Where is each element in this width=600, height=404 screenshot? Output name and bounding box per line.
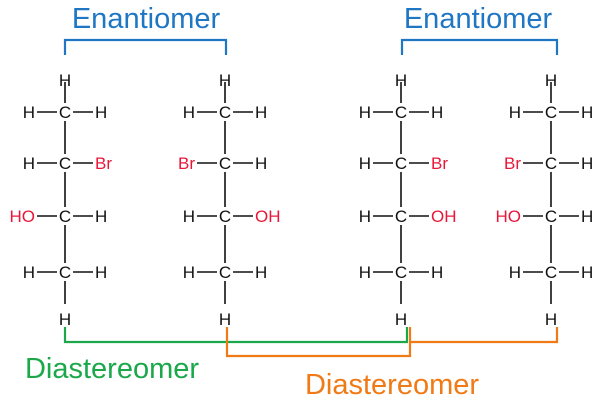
enantiomer-label-left: Enantiomer (72, 3, 221, 35)
carbon-atom: C (219, 207, 231, 226)
hydrogen-atom: H (183, 207, 195, 226)
hydrogen-atom: H (255, 103, 267, 122)
bromine-substituent: Br (95, 154, 112, 173)
carbon-atom: C (545, 207, 557, 226)
carbon-atom: C (219, 103, 231, 122)
hydrogen-atom: H (581, 103, 593, 122)
hydrogen-atom: H (359, 103, 371, 122)
hydrogen-atom: H (431, 263, 443, 282)
carbon-atom: C (395, 103, 407, 122)
bonds (523, 82, 579, 304)
bromine-substituent: Br (504, 154, 521, 173)
diastereomer-bracket-green (63, 327, 409, 344)
hydroxyl-group: OH (431, 207, 457, 226)
hydrogen-atom: H (95, 207, 107, 226)
brackets (63, 38, 559, 358)
hydrogen-atom: H (395, 310, 407, 329)
hydroxyl-group: HO (496, 207, 522, 226)
hydrogen-atom: H (581, 154, 593, 173)
carbon-atom: C (395, 263, 407, 282)
relation-labels: Enantiomer Enantiomer Diastereomer Diast… (25, 3, 553, 401)
hydrogen-atom: H (545, 71, 557, 90)
hydrogen-atom: H (431, 103, 443, 122)
carbon-atom: C (59, 263, 71, 282)
hydrogen-atom: H (509, 263, 521, 282)
carbon-atom: C (59, 207, 71, 226)
hydrogen-atom: H (23, 103, 35, 122)
hydrogen-atom: H (545, 310, 557, 329)
hydrogen-atom: H (509, 103, 521, 122)
hydrogen-atom: H (581, 207, 593, 226)
hydrogen-atom: H (183, 263, 195, 282)
hydrogen-atom: H (255, 154, 267, 173)
bonds (373, 82, 429, 304)
carbon-atom: C (395, 207, 407, 226)
enantiomer-bracket-right (400, 38, 559, 55)
hydrogen-atom: H (219, 310, 231, 329)
enantiomer-bracket-left (63, 38, 228, 55)
hydroxyl-group: HO (10, 207, 36, 226)
bonds (197, 82, 253, 304)
hydrogen-atom: H (359, 207, 371, 226)
carbon-atom: C (219, 154, 231, 173)
carbon-atom: C (545, 103, 557, 122)
carbon-atom: C (395, 154, 407, 173)
carbon-atom: C (219, 263, 231, 282)
carbon-atom: C (545, 154, 557, 173)
hydroxyl-group: OH (255, 207, 281, 226)
hydrogen-atom: H (359, 263, 371, 282)
hydrogen-atom: H (23, 154, 35, 173)
carbon-atom: C (59, 154, 71, 173)
bonds (37, 82, 93, 304)
bromine-substituent: Br (431, 154, 448, 173)
hydrogen-atom: H (23, 263, 35, 282)
diastereomer-label-green: Diastereomer (25, 353, 199, 385)
hydrogen-atom: H (219, 71, 231, 90)
hydrogen-atom: H (95, 103, 107, 122)
diastereomer-label-orange: Diastereomer (305, 369, 479, 401)
hydrogen-atom: H (581, 263, 593, 282)
hydrogen-atom: H (59, 310, 71, 329)
hydrogen-atom: H (395, 71, 407, 90)
enantiomer-label-right: Enantiomer (404, 3, 553, 35)
bromine-substituent: Br (178, 154, 195, 173)
hydrogen-atom: H (255, 263, 267, 282)
hydrogen-atom: H (95, 263, 107, 282)
carbon-atom: C (545, 263, 557, 282)
hydrogen-atom: H (183, 103, 195, 122)
carbon-atom: C (59, 103, 71, 122)
diastereomer-bracket-orange-tail (410, 327, 559, 344)
hydrogen-atom: H (59, 71, 71, 90)
hydrogen-atom: H (359, 154, 371, 173)
